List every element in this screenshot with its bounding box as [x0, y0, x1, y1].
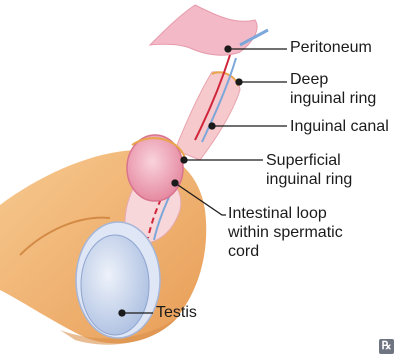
- leader-dot-superficial: [181, 157, 187, 163]
- label-inguinal-canal: Inguinal canal: [290, 117, 389, 136]
- label-intestinal-loop: Intestinal loop within spermatic cord: [228, 204, 343, 261]
- label-testis: Testis: [156, 303, 197, 322]
- testis-shape: [81, 235, 149, 335]
- peritoneum-shape: [150, 5, 257, 55]
- label-peritoneum: Peritoneum: [290, 38, 372, 57]
- leader-dot-loop: [172, 180, 178, 186]
- leader-dot-canal: [209, 123, 215, 129]
- leader-dot-deep-ring: [236, 79, 242, 85]
- label-superficial-inguinal-ring: Superficial inguinal ring: [266, 151, 352, 189]
- rx-icon: ℞: [379, 339, 394, 354]
- leader-dot-peritoneum: [225, 46, 231, 52]
- label-deep-inguinal-ring: Deep inguinal ring: [290, 70, 376, 108]
- leader-dot-testis: [119, 310, 125, 316]
